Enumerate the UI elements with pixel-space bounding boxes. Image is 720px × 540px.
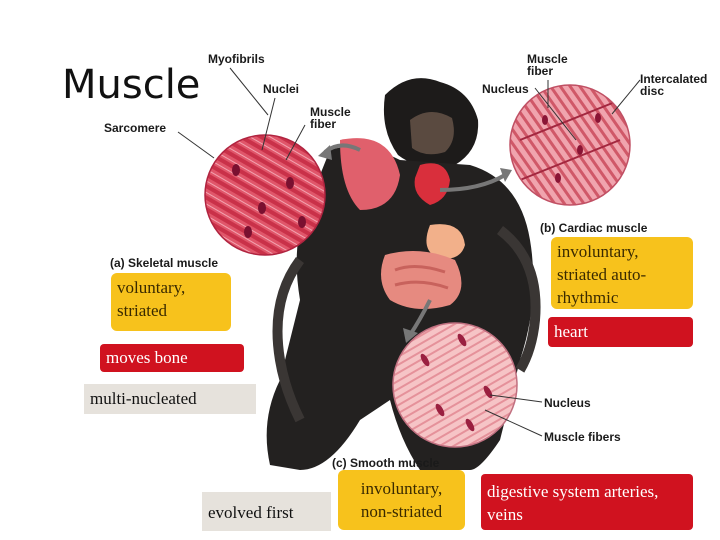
heart-box: heart (548, 317, 693, 347)
smooth-locations-box: digestive system arteries, veins (481, 474, 693, 530)
evolved-first-box: evolved first (202, 492, 331, 531)
label-muscle-fibers-smooth: Muscle fibers (544, 430, 621, 444)
label-nucleus-cardiac: Nucleus (482, 82, 529, 96)
label-myofibrils: Myofibrils (208, 52, 265, 66)
label-nucleus-smooth: Nucleus (544, 396, 591, 410)
label-nuclei: Nuclei (263, 82, 300, 96)
page-title: Muscle (62, 62, 201, 108)
cardiac-properties-box: involuntary, striated auto-rhythmic (551, 237, 693, 309)
multi-nucleated-box: multi-nucleated (84, 384, 256, 414)
label-muscle-fiber-skeletal: Muscle fiber (310, 105, 351, 131)
label-sarcomere: Sarcomere (104, 121, 167, 135)
label-smooth-caption: (c) Smooth muscle (332, 456, 440, 470)
moves-bone-box: moves bone (100, 344, 244, 372)
skeletal-muscle-micrograph (204, 134, 326, 256)
label-intercalated-disc: Intercalated disc (640, 72, 708, 98)
smooth-muscle-micrograph (392, 322, 518, 448)
cardiac-muscle-micrograph (509, 84, 631, 206)
leader-lines (177, 67, 641, 437)
label-muscle-fiber-cardiac: Muscle fiber (527, 52, 568, 78)
label-skeletal-caption: (a) Skeletal muscle (110, 256, 219, 270)
label-cardiac-caption: (b) Cardiac muscle (540, 221, 648, 235)
voluntary-striated-box: voluntary, striated (111, 273, 231, 331)
smooth-properties-box: involuntary, non-striated (338, 470, 465, 530)
